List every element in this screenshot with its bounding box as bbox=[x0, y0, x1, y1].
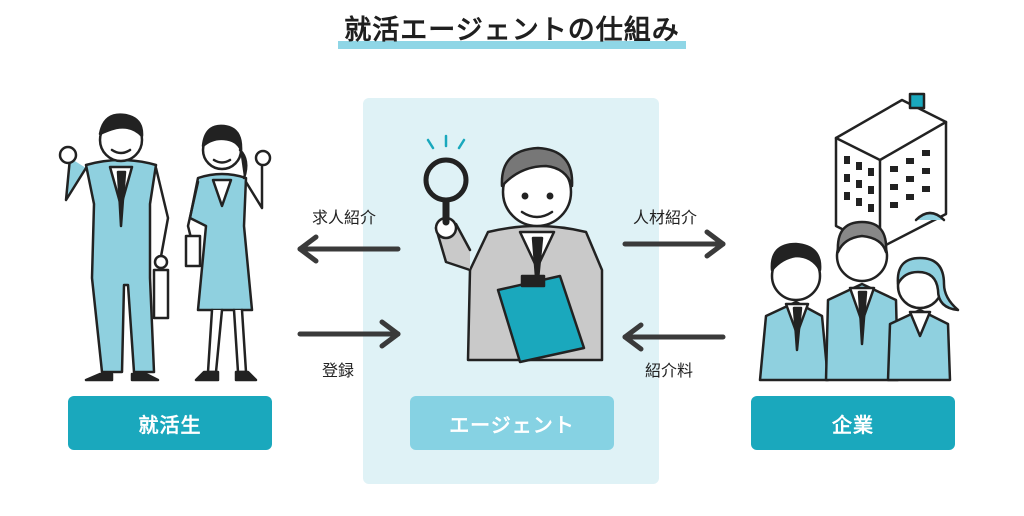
role-label-agent: エージェント bbox=[410, 396, 614, 450]
flow-label-referral-fee: 紹介料 bbox=[645, 361, 694, 380]
magnifying-glass-icon bbox=[423, 134, 469, 226]
flow-label-job-introduction: 求人紹介 bbox=[312, 208, 377, 227]
flow-label-registration: 登録 bbox=[322, 361, 355, 380]
clipboard-icon bbox=[496, 274, 586, 364]
arrow-referral-fee bbox=[622, 322, 726, 352]
title-wrap: 就活エージェントの仕組み bbox=[0, 8, 1024, 49]
students-illustration bbox=[58, 113, 272, 382]
arrow-talent-introduction bbox=[622, 229, 726, 259]
page-title-text: 就活エージェントの仕組み bbox=[344, 15, 680, 46]
role-label-company: 企業 bbox=[751, 396, 955, 450]
arrow-registration bbox=[297, 319, 401, 349]
female-student-figure bbox=[184, 124, 272, 382]
male-student-figure bbox=[58, 113, 170, 382]
flow-label-talent-introduction: 人材紹介 bbox=[633, 208, 698, 227]
company-illustration bbox=[758, 92, 960, 382]
agent-illustration bbox=[423, 134, 604, 364]
company-employees-figures bbox=[758, 220, 960, 382]
office-building-icon bbox=[834, 92, 948, 250]
role-label-student: 就活生 bbox=[68, 396, 272, 450]
page-title: 就活エージェントの仕組み bbox=[338, 8, 686, 49]
arrow-job-introduction bbox=[297, 234, 401, 264]
